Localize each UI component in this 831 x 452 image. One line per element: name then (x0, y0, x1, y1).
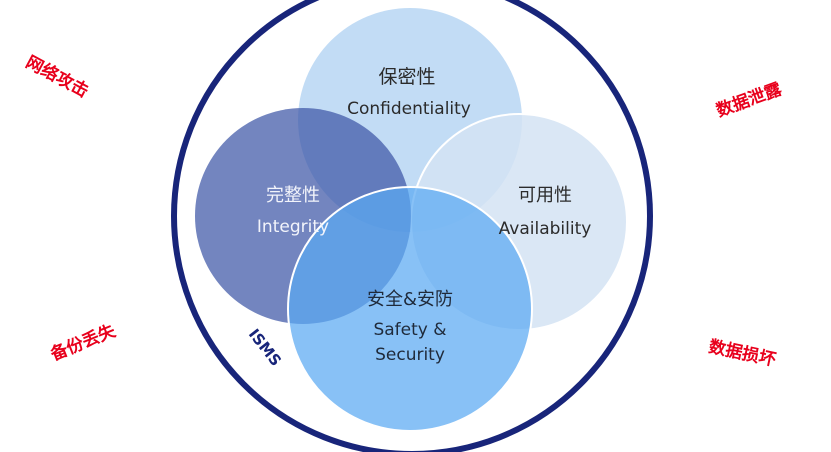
safety-security-circle (287, 186, 533, 432)
safety-label-en-line2: Security (375, 345, 445, 365)
safety-label-cn: 安全&安防 (367, 289, 453, 310)
safety-label-en-line1: Safety & (373, 320, 446, 340)
confidentiality-label-cn: 保密性 (378, 66, 435, 88)
integrity-label-en: Integrity (257, 217, 329, 237)
confidentiality-label-en: Confidentiality (347, 99, 471, 119)
integrity-label-cn: 完整性 (266, 185, 320, 206)
availability-label-cn: 可用性 (518, 185, 572, 206)
availability-label-en: Availability (499, 219, 592, 239)
